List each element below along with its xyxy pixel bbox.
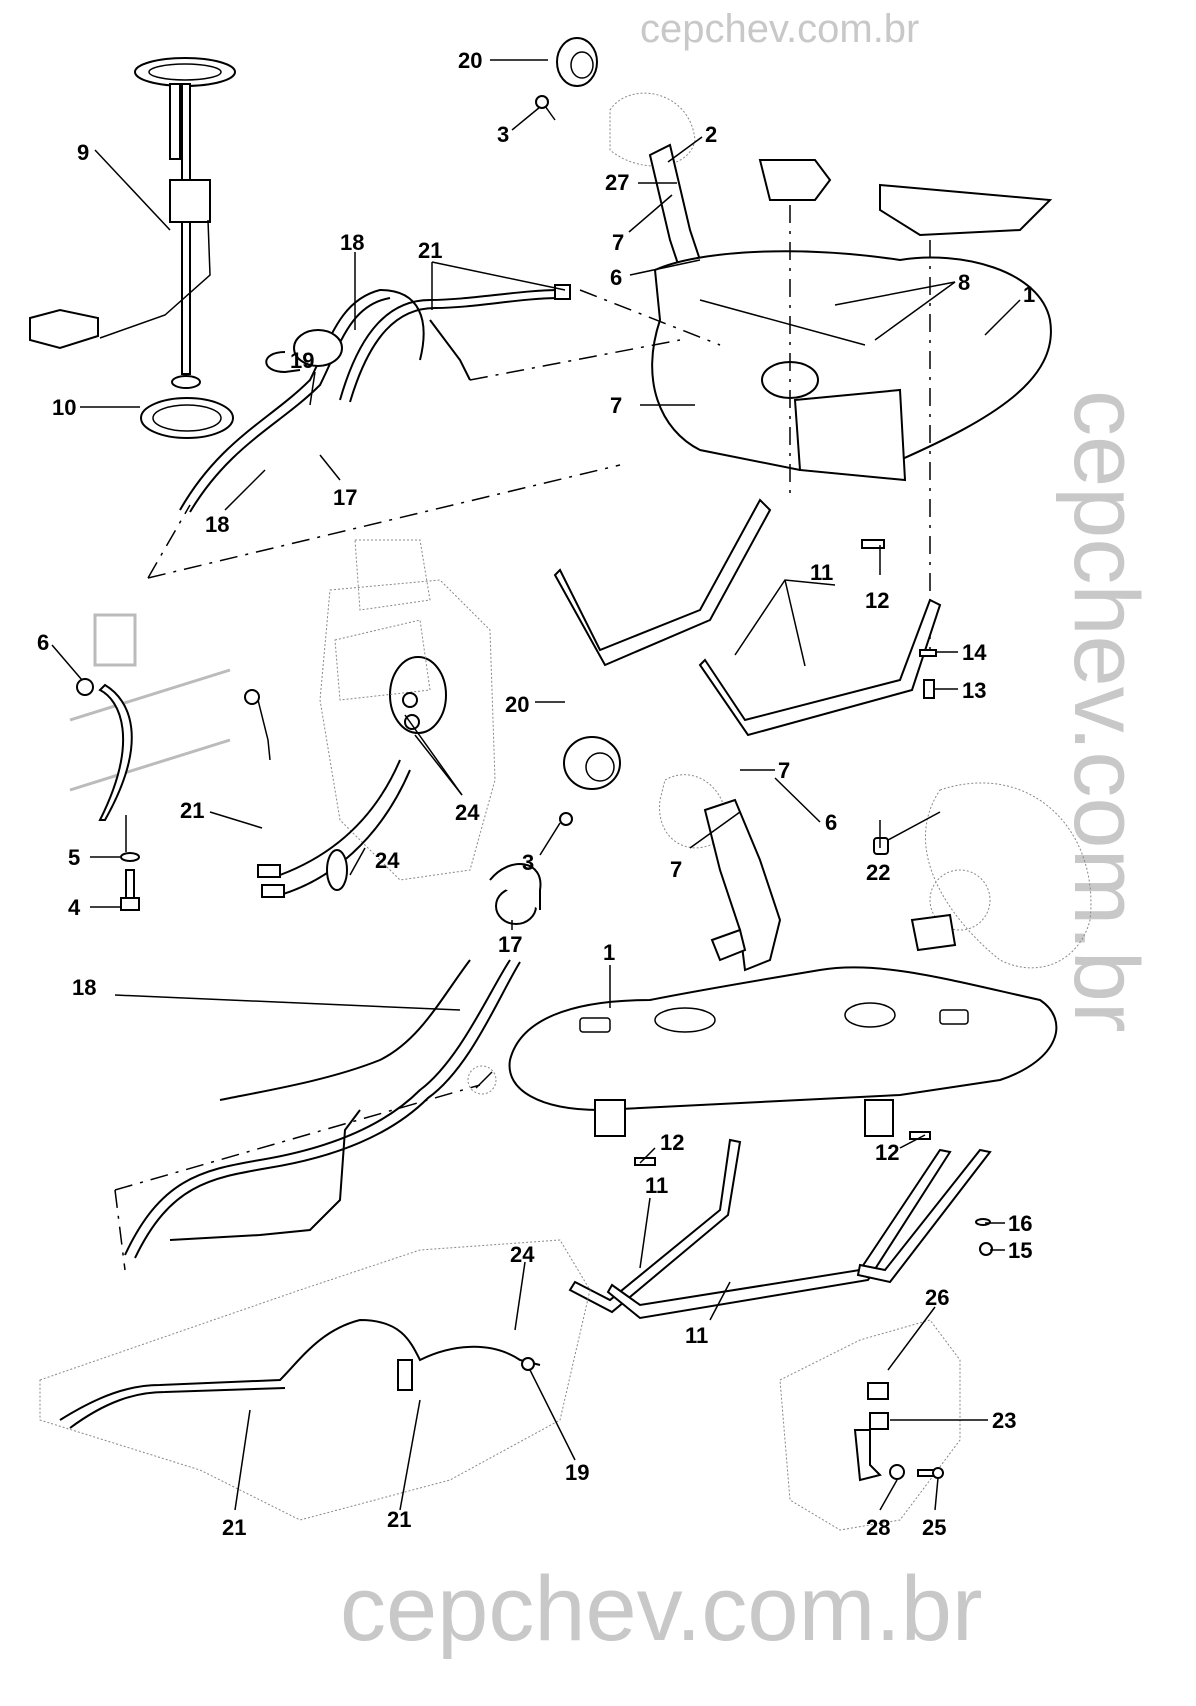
- callout-14: 14: [962, 640, 987, 665]
- callout-28: 28: [866, 1515, 890, 1540]
- callout-3: 3: [497, 122, 509, 147]
- callout-12: 12: [660, 1130, 684, 1155]
- callout-12: 12: [865, 588, 889, 613]
- tank-straps-upper: [553, 498, 942, 737]
- callout-6: 6: [37, 630, 49, 655]
- callout-21: 21: [222, 1515, 246, 1540]
- callout-21: 21: [387, 1507, 411, 1532]
- callout-11: 11: [645, 1173, 668, 1198]
- callout-13: 13: [962, 678, 986, 703]
- callout-10: 10: [52, 395, 76, 420]
- callout-21: 21: [418, 238, 442, 263]
- callout-6: 6: [610, 265, 622, 290]
- callout-2: 2: [705, 122, 717, 147]
- callout-labels: 20 3 2 27 7 9 18 21 6 8 1 19 10 7 17 18 …: [37, 48, 1035, 1540]
- callout-27: 27: [605, 170, 629, 195]
- callout-21: 21: [180, 798, 204, 823]
- callout-leaders: [51, 59, 1021, 1511]
- callout-18: 18: [340, 230, 364, 255]
- callout-6: 6: [825, 810, 837, 835]
- fuel-cap-lower: [559, 736, 782, 972]
- callout-26: 26: [925, 1285, 949, 1310]
- callout-19: 19: [565, 1460, 589, 1485]
- callout-19: 19: [290, 348, 314, 373]
- callout-1: 1: [1023, 282, 1035, 307]
- fuel-tank-lower: [467, 913, 1058, 1166]
- tank-straps-lower: [568, 1138, 993, 1320]
- watermark-top: cepchev.com.br: [640, 7, 919, 51]
- callout-17: 17: [333, 485, 357, 510]
- clamp-detail: [69, 613, 231, 911]
- engine-throttle-body: [244, 539, 496, 898]
- callout-25: 25: [922, 1515, 946, 1540]
- callout-7: 7: [610, 393, 622, 418]
- callout-18: 18: [205, 512, 229, 537]
- callout-5: 5: [68, 845, 80, 870]
- fuel-pump-sender-assembly: [29, 57, 236, 439]
- watermark-diagonal: cepchev.com.br: [1055, 390, 1157, 1033]
- callout-18: 18: [72, 975, 96, 1000]
- body-mount-detail: [779, 1319, 961, 1531]
- callout-12: 12: [875, 1140, 899, 1165]
- callout-24: 24: [455, 800, 480, 825]
- lower-fuel-line-assembly: [124, 863, 542, 1259]
- callout-22: 22: [866, 860, 890, 885]
- vehicle-underbody: [39, 1239, 591, 1521]
- fuel-cap-upper: [535, 37, 598, 121]
- callout-23: 23: [992, 1408, 1016, 1433]
- callout-11: 11: [685, 1323, 708, 1348]
- watermark-bottom: cepchev.com.br: [340, 1558, 983, 1660]
- wheel-well: [873, 782, 1092, 969]
- callout-7: 7: [778, 758, 790, 783]
- callout-17: 17: [498, 932, 522, 957]
- callout-8: 8: [958, 270, 970, 295]
- callout-20: 20: [505, 692, 529, 717]
- callout-20: 20: [458, 48, 482, 73]
- upper-fuel-line-assembly: [179, 284, 571, 513]
- callout-24: 24: [510, 1242, 535, 1267]
- callout-24: 24: [375, 848, 400, 873]
- callout-16: 16: [1008, 1211, 1032, 1236]
- fuel-tank-upper: [609, 92, 1053, 650]
- callout-15: 15: [1008, 1238, 1032, 1263]
- callout-11: 11: [810, 560, 833, 585]
- callout-7: 7: [612, 230, 624, 255]
- leader-dash-lines: [114, 289, 721, 1271]
- callout-9: 9: [77, 140, 89, 165]
- callout-3: 3: [522, 850, 534, 875]
- callout-1: 1: [603, 940, 615, 965]
- callout-4: 4: [68, 895, 81, 920]
- callout-7: 7: [670, 857, 682, 882]
